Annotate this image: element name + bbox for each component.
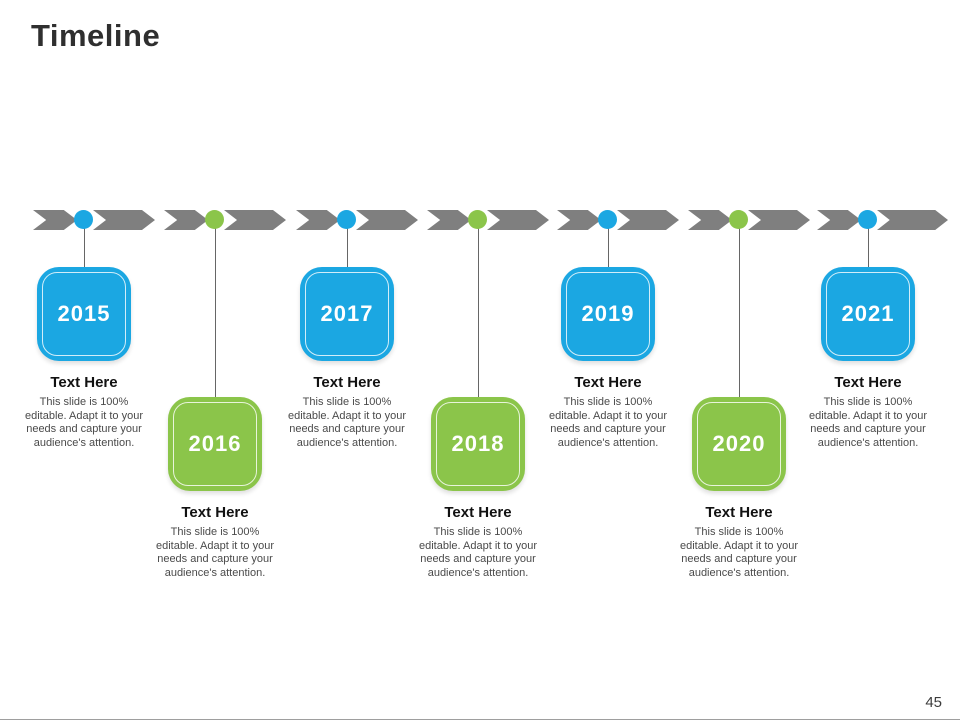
year-label: 2015 bbox=[57, 301, 111, 326]
connector-line bbox=[214, 219, 216, 397]
chevron-right-icon bbox=[427, 210, 471, 230]
connector-line bbox=[607, 219, 609, 267]
milestone-dot bbox=[468, 210, 487, 229]
page-title: Timeline bbox=[31, 18, 161, 53]
connector-line bbox=[738, 219, 740, 397]
timeline-entry-2019: 2019 Text Here This slide is 100% editab… bbox=[533, 219, 683, 450]
timeline-entry-2020: 2020 Text Here This slide is 100% editab… bbox=[664, 219, 814, 580]
year-label: 2020 bbox=[712, 431, 766, 456]
year-box: 2020 bbox=[692, 397, 786, 491]
entry-heading: Text Here bbox=[705, 504, 773, 521]
arrow-right-icon bbox=[877, 210, 948, 230]
entry-description: This slide is 100% editable. Adapt it to… bbox=[808, 396, 928, 449]
milestone-dot bbox=[598, 210, 617, 229]
chevron-right-icon bbox=[688, 210, 732, 230]
entry-description: This slide is 100% editable. Adapt it to… bbox=[155, 526, 275, 579]
year-box: 2019 bbox=[561, 267, 655, 361]
timeline-band bbox=[0, 0, 960, 240]
connector-line bbox=[867, 219, 869, 267]
arrow-right-icon bbox=[93, 210, 155, 230]
arrow-right-icon bbox=[617, 210, 679, 230]
timeline-entry-2016: 2016 Text Here This slide is 100% editab… bbox=[140, 219, 290, 580]
connector-line bbox=[346, 219, 348, 267]
entry-description: This slide is 100% editable. Adapt it to… bbox=[679, 526, 799, 579]
chevron-right-icon bbox=[296, 210, 340, 230]
year-label: 2016 bbox=[188, 431, 242, 456]
milestone-dot bbox=[337, 210, 356, 229]
entry-description: This slide is 100% editable. Adapt it to… bbox=[24, 396, 144, 449]
arrow-right-icon bbox=[356, 210, 418, 230]
connector-line bbox=[477, 219, 479, 397]
year-label: 2019 bbox=[581, 301, 635, 326]
entry-heading: Text Here bbox=[444, 504, 512, 521]
year-box: 2021 bbox=[821, 267, 915, 361]
year-box: 2015 bbox=[37, 267, 131, 361]
entry-heading: Text Here bbox=[181, 504, 249, 521]
arrow-right-icon bbox=[224, 210, 286, 230]
page-number: 45 bbox=[925, 694, 942, 711]
entry-description: This slide is 100% editable. Adapt it to… bbox=[548, 396, 668, 449]
arrow-right-icon bbox=[748, 210, 810, 230]
chevron-right-icon bbox=[164, 210, 208, 230]
timeline-entry-2021: 2021 Text Here This slide is 100% editab… bbox=[793, 219, 943, 450]
entry-heading: Text Here bbox=[834, 374, 902, 391]
milestone-dot bbox=[205, 210, 224, 229]
year-box: 2017 bbox=[300, 267, 394, 361]
year-label: 2017 bbox=[320, 301, 374, 326]
timeline-entry-2015: 2015 Text Here This slide is 100% editab… bbox=[9, 219, 159, 450]
entry-description: This slide is 100% editable. Adapt it to… bbox=[418, 526, 538, 579]
chevron-right-icon bbox=[33, 210, 77, 230]
timeline-entry-2017: 2017 Text Here This slide is 100% editab… bbox=[272, 219, 422, 450]
year-label: 2021 bbox=[841, 301, 895, 326]
chevron-right-icon bbox=[817, 210, 861, 230]
milestone-dot bbox=[858, 210, 877, 229]
entry-description: This slide is 100% editable. Adapt it to… bbox=[287, 396, 407, 449]
timeline-entry-2018: 2018 Text Here This slide is 100% editab… bbox=[403, 219, 553, 580]
connector-line bbox=[83, 219, 85, 267]
arrow-right-icon bbox=[487, 210, 549, 230]
year-label: 2018 bbox=[451, 431, 505, 456]
chevron-right-icon bbox=[557, 210, 601, 230]
milestone-dot bbox=[729, 210, 748, 229]
entry-heading: Text Here bbox=[574, 374, 642, 391]
milestone-dot bbox=[74, 210, 93, 229]
entry-heading: Text Here bbox=[50, 374, 118, 391]
year-box: 2016 bbox=[168, 397, 262, 491]
entry-heading: Text Here bbox=[313, 374, 381, 391]
year-box: 2018 bbox=[431, 397, 525, 491]
